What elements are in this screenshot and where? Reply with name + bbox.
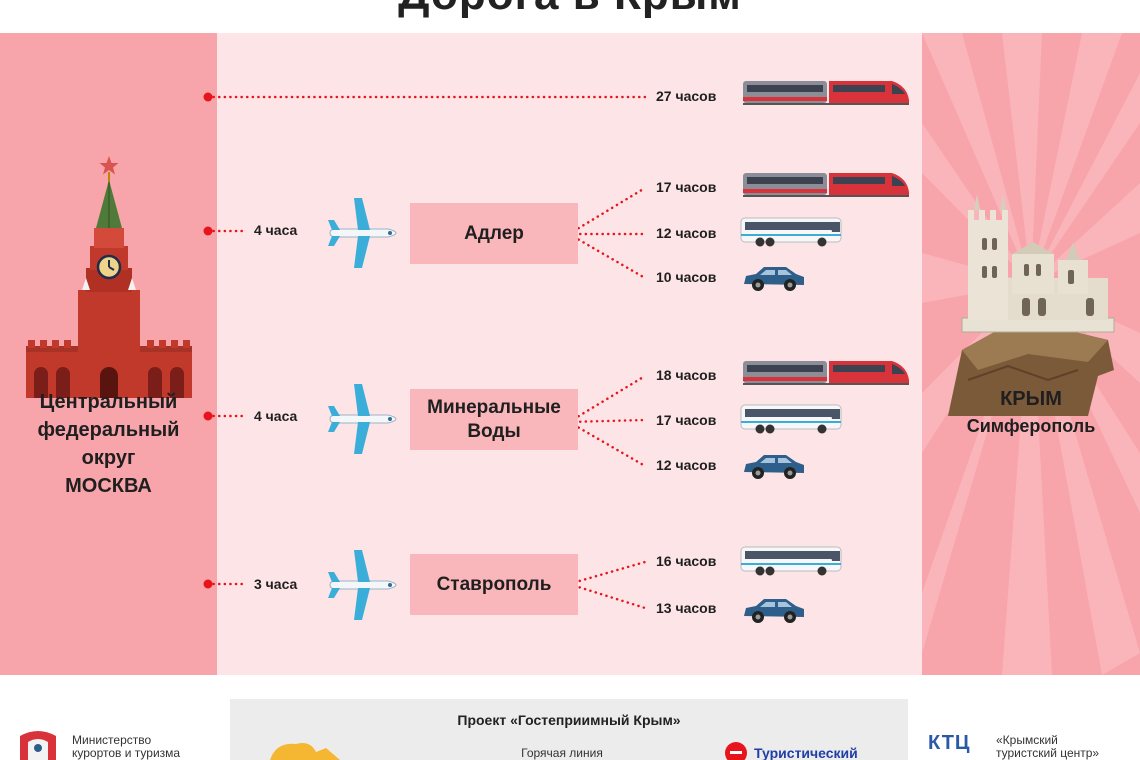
time-stavropol-bus: 16 часов bbox=[656, 553, 717, 569]
hub-name: Адлер bbox=[464, 222, 524, 244]
ministry-line: курортов и туризма bbox=[72, 746, 181, 760]
airplane-icon bbox=[328, 550, 397, 620]
airplane-icon bbox=[328, 384, 397, 454]
bus-icon bbox=[740, 404, 842, 434]
car-icon bbox=[744, 455, 804, 479]
car-icon bbox=[744, 599, 804, 623]
kremlin-tower-icon bbox=[26, 156, 192, 398]
time-adler-bus: 12 часов bbox=[656, 225, 717, 241]
flight-time-adler: 4 часа bbox=[254, 222, 298, 238]
tourist-brand-icon bbox=[725, 742, 747, 760]
ktc-label: «Крымский туристский центр» bbox=[996, 734, 1099, 760]
project-panel bbox=[230, 699, 908, 760]
destination-label: КРЫМ Симферополь bbox=[922, 386, 1140, 440]
crimea-emblem-icon bbox=[20, 731, 56, 760]
origin-line: МОСКВА bbox=[65, 475, 152, 497]
project-logo-icon bbox=[270, 743, 340, 760]
time-adler-car: 10 часов bbox=[656, 269, 717, 285]
time-adler-train: 17 часов bbox=[656, 179, 717, 195]
header-strip: Дорога в Крым bbox=[0, 0, 1140, 33]
project-title: Проект «Гостеприимный Крым» bbox=[457, 712, 681, 728]
time-stavropol-car: 13 часов bbox=[656, 600, 717, 616]
destination-region: КРЫМ bbox=[1000, 388, 1062, 410]
origin-label: Центральный федеральный округ МОСКВА bbox=[0, 388, 217, 500]
hub-adler: Адлер bbox=[410, 203, 578, 264]
hub-mineralnye-vody: Минеральные Воды bbox=[410, 389, 578, 450]
hotline-label: Горячая линия bbox=[521, 746, 603, 760]
ministry-line: Министерство bbox=[72, 733, 152, 747]
flight-time-stavropol: 3 часа bbox=[254, 576, 298, 592]
ktc-logo: КТЦ bbox=[928, 732, 971, 754]
train-icon bbox=[743, 173, 909, 197]
time-direct-train: 27 часов bbox=[656, 88, 717, 104]
time-minvody-train: 18 часов bbox=[656, 367, 717, 383]
hub-name: Воды bbox=[467, 420, 521, 442]
train-icon bbox=[743, 361, 909, 385]
hub-name: Минеральные bbox=[427, 396, 561, 418]
flight-time-minvody: 4 часа bbox=[254, 408, 298, 424]
time-minvody-bus: 17 часов bbox=[656, 412, 717, 428]
hub-stavropol: Ставрополь bbox=[410, 554, 578, 615]
time-minvody-car: 12 часов bbox=[656, 457, 717, 473]
ktc-line: «Крымский bbox=[996, 733, 1058, 747]
airplane-icon bbox=[328, 198, 397, 268]
swallows-nest-castle-icon bbox=[948, 194, 1115, 416]
tourist-label: Туристический bbox=[754, 745, 858, 760]
page-title: Дорога в Крым bbox=[0, 0, 1140, 20]
footer bbox=[0, 675, 1140, 760]
route-map bbox=[0, 33, 1140, 675]
bus-icon bbox=[740, 217, 842, 247]
origin-line: округ bbox=[81, 447, 136, 469]
hub-name: Ставрополь bbox=[436, 573, 552, 595]
bus-icon bbox=[740, 546, 842, 576]
car-icon bbox=[744, 267, 804, 291]
origin-line: федеральный bbox=[37, 419, 180, 441]
train-icon bbox=[743, 81, 909, 105]
destination-city: Симферополь bbox=[966, 416, 1096, 436]
origin-line: Центральный bbox=[39, 391, 178, 413]
ktc-line: туристский центр» bbox=[996, 746, 1100, 760]
ministry-label: Министерство курортов и туризма bbox=[72, 734, 180, 760]
